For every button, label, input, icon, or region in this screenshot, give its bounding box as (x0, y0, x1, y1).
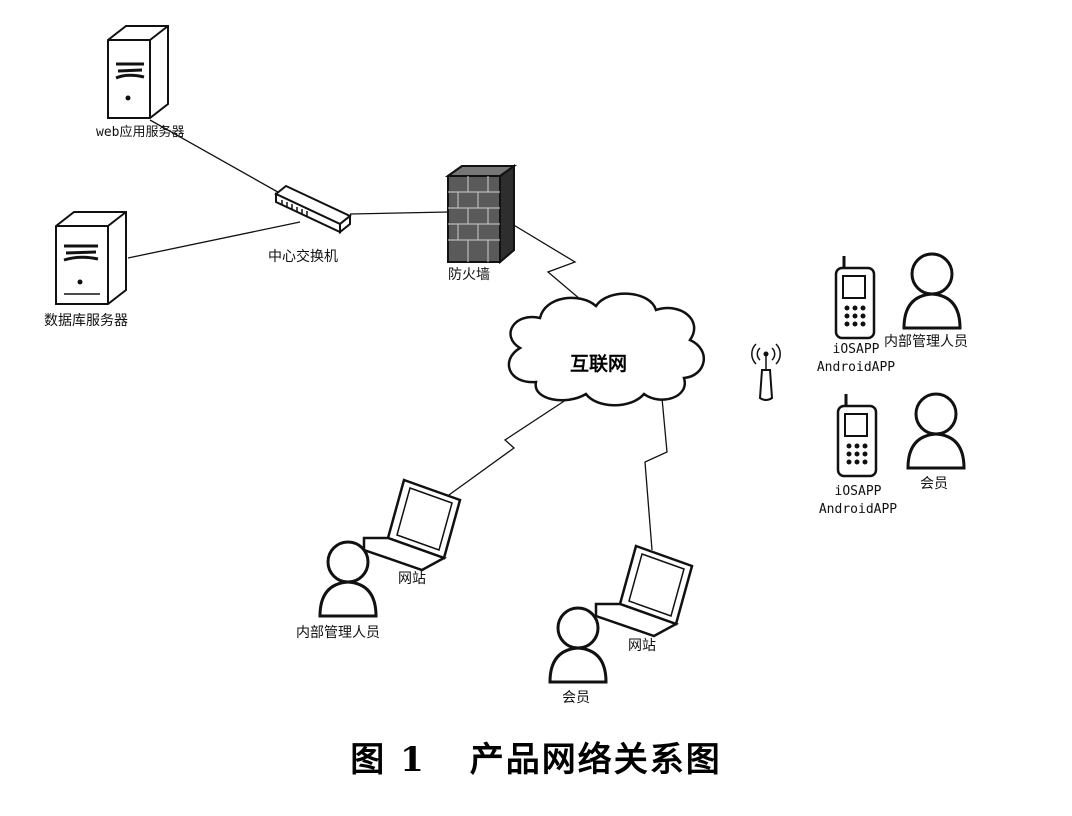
internet-label: 互联网 (570, 353, 628, 375)
link-db-switch (127, 221, 301, 259)
link-switch-firewall (349, 211, 449, 215)
user-bottom-right-label: 会员 (920, 476, 948, 492)
laptop-left-label: 网站 (398, 571, 426, 587)
user-top-right-icon (902, 252, 962, 330)
link-internet-laptop-right (644, 397, 668, 551)
database-server-icon (55, 211, 127, 305)
connections (127, 119, 668, 551)
internet-cloud-icon (507, 292, 706, 407)
user-top-right-label: 内部管理人员 (884, 334, 968, 350)
link-firewall-internet (511, 223, 601, 317)
figure-caption: 图 1 产品网络关系图 (0, 732, 1072, 781)
wireless-antenna-icon (751, 343, 781, 401)
user-left-icon (318, 540, 378, 618)
firewall-label: 防火墙 (448, 267, 490, 283)
link-web-switch (149, 119, 293, 201)
phone-bottom-label-line1: iOSAPP (834, 484, 882, 499)
figure-number: 图 1 (350, 740, 426, 780)
phone-bottom-label-line2: AndroidAPP (818, 502, 898, 517)
user-left-label: 内部管理人员 (296, 625, 380, 641)
figure-title: 产品网络关系图 (469, 740, 722, 780)
phone-top-label-line2: AndroidAPP (816, 360, 896, 375)
phone-top-icon (834, 256, 876, 340)
database-server-label: 数据库服务器 (44, 313, 128, 329)
laptop-right-icon (594, 544, 694, 638)
web-server-icon (107, 25, 169, 119)
laptop-left-icon (362, 478, 462, 572)
phone-top-label-line1: iOSAPP (832, 342, 880, 357)
phone-bottom-icon (836, 394, 878, 478)
link-internet-laptop-left (441, 391, 579, 501)
switch-label: 中心交换机 (268, 249, 338, 265)
user-bottom-label: 会员 (562, 690, 590, 706)
switch-icon (274, 184, 352, 235)
laptop-right-label: 网站 (628, 638, 656, 654)
firewall-icon (444, 164, 518, 265)
user-bottom-right-icon (906, 392, 966, 470)
user-bottom-icon (548, 606, 608, 684)
web-server-label: web应用服务器 (96, 125, 185, 140)
